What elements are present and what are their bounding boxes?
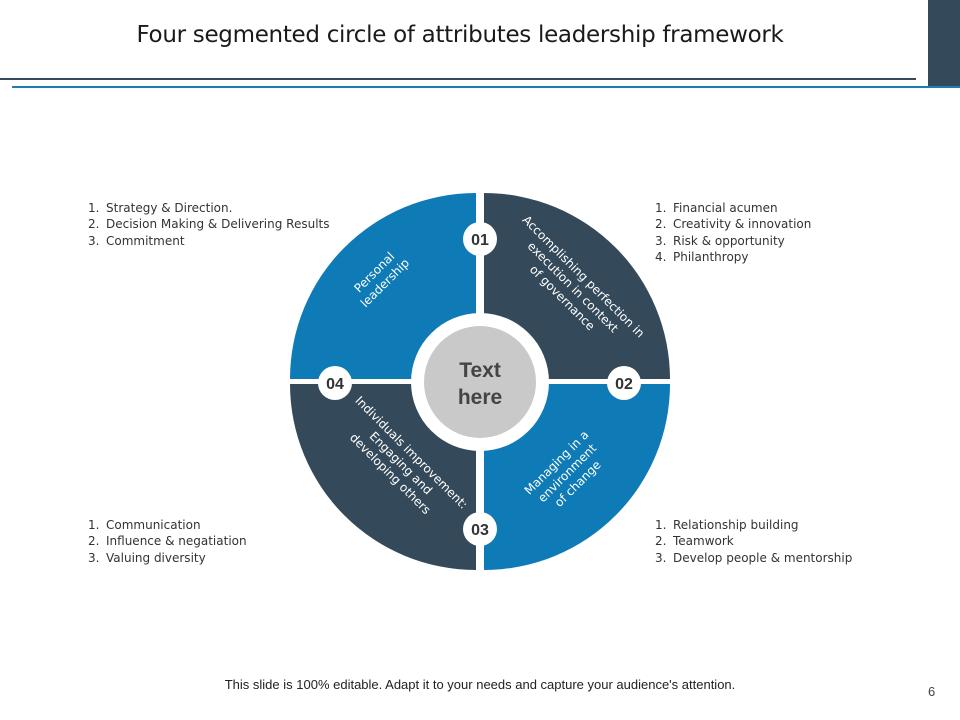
list-item: 2.Creativity & innovation (655, 217, 812, 232)
footer-note: This slide is 100% editable. Adapt it to… (224, 677, 736, 692)
list-item: 3.Valuing diversity (88, 550, 206, 565)
list-item: 3.Risk & opportunity (655, 233, 785, 248)
list-item: 4.Philanthropy (655, 249, 749, 264)
center-hub (424, 326, 536, 438)
attribute-list-bottom-right: 1.Relationship building 2.Teamwork 3.Dev… (655, 517, 852, 566)
segment-04-personal-leadership (290, 193, 476, 379)
badge-02 (607, 366, 641, 400)
list-item: 3.Commitment (88, 233, 185, 248)
list-item: 2.Decision Making & Delivering Results (88, 217, 330, 232)
attribute-list-top-left: 1.Strategy & Direction. 2.Decision Makin… (88, 200, 330, 249)
slide-title: Four segmented circle of attributes lead… (136, 22, 784, 48)
attribute-list-bottom-left: 1.Communication 2.Influence & negatiatio… (88, 517, 247, 566)
segment-03-individuals-improvement (290, 384, 476, 570)
list-item: 1.Financial acumen (655, 201, 778, 215)
title-underline-blue (12, 86, 960, 88)
badge-01-number: 01 (471, 232, 489, 249)
corner-accent-block (928, 0, 960, 86)
center-text-line-1: Text (459, 359, 501, 382)
list-item: 2.Influence & negatiation (88, 534, 247, 549)
list-item: 3.Develop people & mentorship (655, 550, 853, 565)
attribute-list-top-right: 1.Financial acumen 2.Creativity & innova… (655, 200, 811, 265)
list-item: 2.Teamwork (655, 534, 734, 549)
badge-04 (318, 366, 352, 400)
badge-03-number: 03 (471, 522, 489, 539)
badge-01 (463, 222, 497, 256)
badge-04-number: 04 (326, 376, 344, 393)
segment-02-managing-change (484, 384, 670, 570)
page-number: 6 (928, 684, 936, 699)
segment-01-accomplishing-perfection (484, 193, 670, 379)
list-item: 1.Relationship building (655, 518, 799, 532)
title-underline-dark (0, 78, 916, 80)
badge-02-number: 02 (615, 376, 633, 393)
list-item: 1.Communication (88, 518, 201, 532)
center-text-line-2: here (458, 386, 502, 409)
list-item: 1.Strategy & Direction. (88, 201, 233, 215)
badge-03 (463, 512, 497, 546)
